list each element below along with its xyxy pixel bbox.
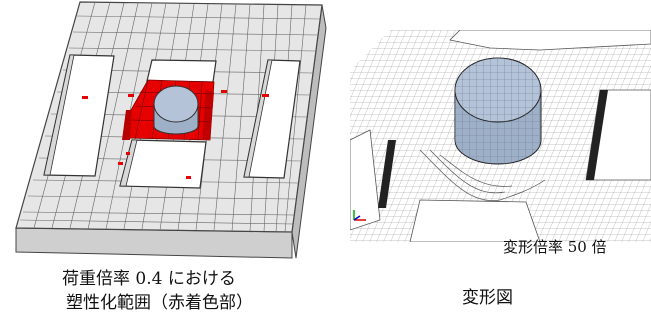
opening-center-front-wall [119,139,138,187]
opening-left-wall [43,54,75,176]
opening-right-wall [243,59,273,178]
axis-triad [353,210,366,221]
left-caption-line-1: 荷重倍率 0.4 における [62,269,236,289]
deformation-scale-note: 変形倍率 50 倍 [503,238,607,256]
plastic-zone-model [15,1,327,259]
plate-side-front [15,227,293,259]
deformed-opening-left [350,129,381,231]
deformation-model [350,30,651,242]
cylinder-load [153,85,199,135]
right-caption: 変形図 [462,288,513,308]
left-caption-line-2: 塑性化範囲（赤着色部） [66,293,253,313]
deformed-cylinder [454,57,542,165]
deformed-opening-top [449,30,651,51]
deformed-opening-center [409,199,541,242]
opening-center-back [146,59,217,83]
edge-dark-right [586,90,608,180]
edge-dark-left [378,140,396,208]
bulge-lines [419,149,546,201]
